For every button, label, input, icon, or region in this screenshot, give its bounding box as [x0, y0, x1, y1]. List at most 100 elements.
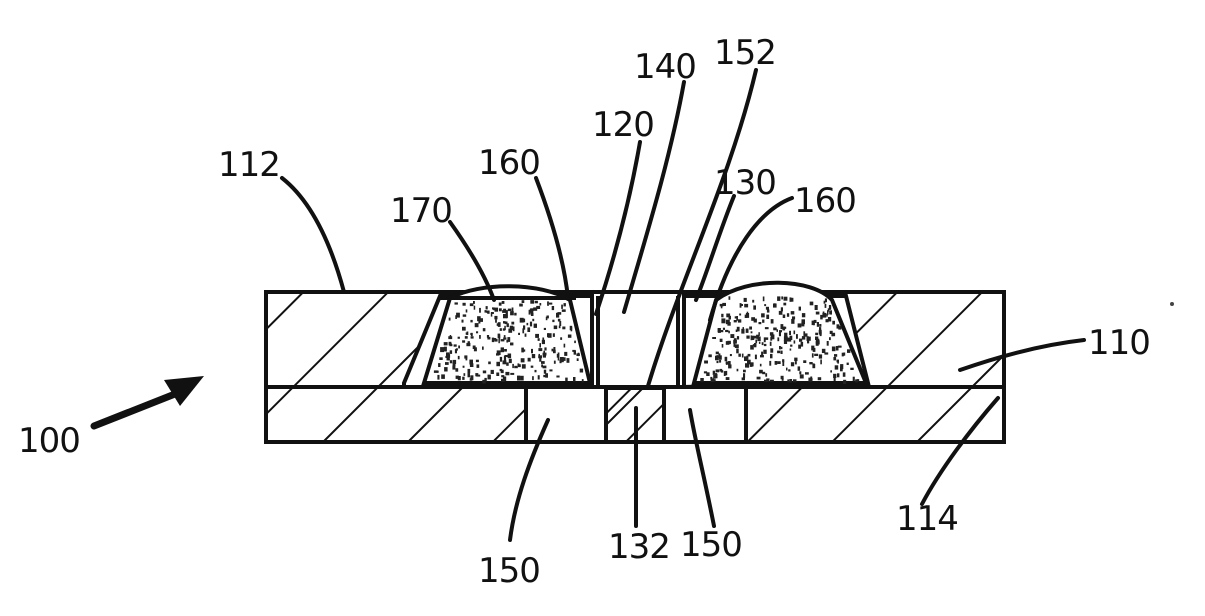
- speckle-dot: [759, 370, 763, 374]
- speckle-dot: [474, 347, 477, 351]
- speckle-dot: [470, 303, 474, 306]
- speckle-dot: [777, 361, 781, 364]
- speckle-dot: [781, 351, 783, 354]
- speckle-dot: [794, 340, 796, 343]
- speckle-dot: [759, 322, 762, 324]
- speckle-dot: [722, 344, 724, 348]
- speckle-dot: [834, 376, 836, 381]
- speckle-dot: [558, 353, 560, 357]
- speckle-dot: [508, 309, 511, 312]
- speckle-dot: [750, 362, 754, 366]
- speckle-dot: [437, 375, 439, 380]
- speckle-dot: [763, 350, 766, 354]
- speckle-dot: [471, 336, 474, 338]
- speckle-dot: [837, 324, 840, 328]
- speckle-dot: [510, 373, 514, 375]
- speckle-dot: [562, 309, 566, 312]
- speckle-dot: [522, 300, 525, 303]
- leader-112: [282, 178, 344, 292]
- speckle-dot: [493, 308, 495, 311]
- speckle-dot: [458, 337, 460, 339]
- speckle-dot: [820, 332, 822, 336]
- label-150-left: 150: [478, 551, 540, 591]
- speckle-dot: [832, 321, 835, 325]
- speckle-dot: [813, 322, 815, 325]
- speckle-dot: [446, 352, 450, 356]
- speckle-dot: [542, 340, 545, 344]
- speckle-dot: [514, 366, 518, 368]
- speckle-dot: [726, 341, 730, 345]
- speckle-dot: [485, 310, 487, 313]
- speckle-dot: [789, 331, 791, 335]
- leader-120: [596, 142, 640, 314]
- speckle-dot: [547, 301, 549, 305]
- speckle-dot: [719, 360, 721, 363]
- speckle-dot: [798, 323, 802, 327]
- speckle-dot: [765, 327, 769, 329]
- speckle-dot: [543, 375, 546, 377]
- speckle-dot: [736, 349, 739, 354]
- speckle-dot: [784, 297, 788, 301]
- speckle-dot: [510, 311, 514, 315]
- leader-130: [696, 196, 734, 300]
- speckle-dot: [557, 312, 561, 315]
- speckle-dot: [456, 348, 458, 350]
- speckle-dot: [582, 379, 584, 382]
- speckle-dot: [751, 317, 755, 321]
- speckle-dot: [547, 316, 549, 319]
- speckle-dot: [765, 373, 767, 377]
- speckle-dot: [554, 361, 556, 364]
- speckle-dot: [787, 338, 791, 342]
- speckle-dot: [770, 342, 772, 346]
- speckle-dot: [482, 347, 484, 350]
- speckle-dot: [735, 316, 737, 318]
- speckle-dot: [777, 337, 779, 341]
- speckle-dot: [798, 366, 801, 370]
- speckle-dot: [749, 327, 752, 330]
- speckle-dot: [538, 338, 540, 341]
- speckle-dot: [721, 318, 725, 323]
- speckle-dot: [740, 303, 742, 308]
- speckle-dot: [745, 363, 748, 367]
- speckle-dot: [541, 364, 543, 367]
- speckle-dot: [502, 301, 505, 304]
- speckle-dot: [574, 341, 576, 344]
- speckle-dot: [760, 355, 764, 358]
- speckle-dot: [822, 313, 826, 318]
- speckle-dot: [787, 379, 789, 382]
- speckle-dot: [775, 361, 778, 365]
- speckle-dot: [773, 304, 777, 308]
- speckle-dot: [816, 312, 820, 315]
- speckle-dot: [728, 364, 731, 368]
- speckle-dot: [463, 314, 467, 316]
- speckle-dot: [726, 377, 730, 380]
- speckle-dot: [773, 328, 777, 331]
- speckle-dot: [532, 354, 535, 358]
- speckle-dot: [577, 358, 579, 361]
- speckle-dot: [522, 364, 526, 368]
- label-112: 112: [218, 145, 280, 185]
- speckle-dot: [466, 332, 468, 334]
- speckle-dot: [800, 374, 804, 378]
- speckle-dot: [746, 313, 749, 318]
- speckle-dot: [465, 336, 468, 339]
- speckle-dot: [479, 308, 481, 313]
- speckle-dot: [580, 369, 583, 373]
- speckle-dot: [503, 360, 507, 364]
- speckle-dot: [552, 320, 554, 322]
- speckle-dot: [801, 322, 804, 327]
- label-132: 132: [608, 527, 670, 567]
- speckle-dot: [576, 353, 580, 356]
- speckle-dot: [505, 372, 509, 375]
- speckle-dot: [520, 376, 524, 381]
- speckle-dot: [512, 364, 514, 368]
- speckle-dot: [762, 342, 764, 345]
- speckle-dot: [538, 348, 542, 351]
- speckle-dot: [449, 318, 451, 321]
- speckle-dot: [753, 305, 756, 309]
- speckle-dot: [500, 357, 502, 362]
- speckle-dot: [504, 335, 506, 337]
- speckle-dot: [468, 341, 470, 346]
- speckle-dot: [444, 342, 448, 345]
- speckle-dot: [795, 361, 797, 364]
